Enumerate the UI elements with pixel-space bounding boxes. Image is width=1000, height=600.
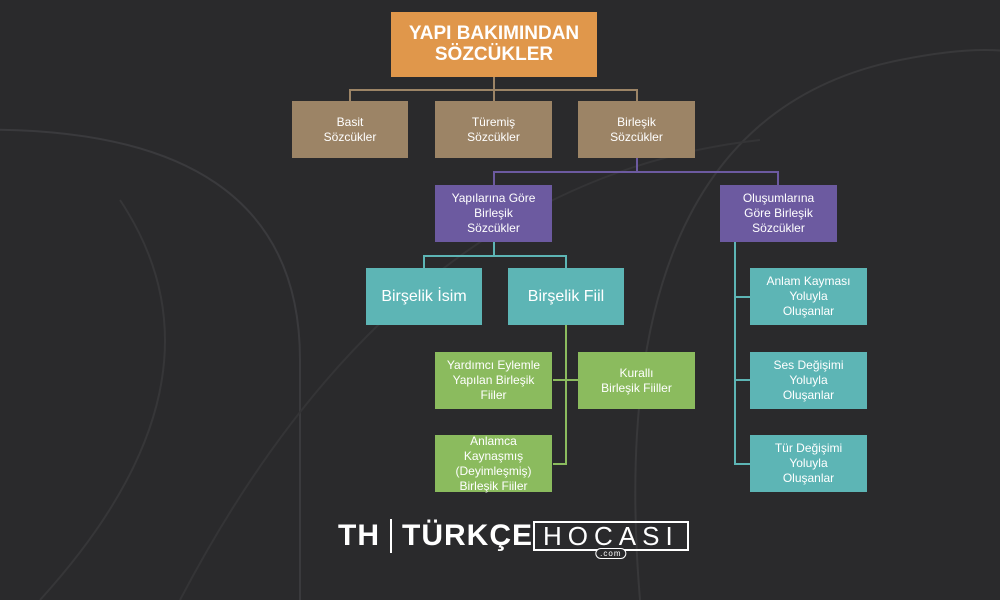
node-turemis: Türemiş Sözcükler — [435, 101, 552, 158]
node-birlesik: Birleşik Sözcükler — [578, 101, 695, 158]
node-anlamca-kaynasmis: Anlamca Kaynaşmış (Deyimleşmiş) Birleşik… — [435, 434, 552, 493]
logo-brand-light-text: HOCASI — [543, 520, 679, 551]
logo-brand-light: HOCASI .com — [533, 520, 689, 559]
node-olusumlarina-gore: Oluşumlarına Göre Birleşik Sözcükler — [720, 185, 837, 242]
root-node: YAPI BAKIMINDAN SÖZCÜKLER — [391, 12, 597, 77]
logo-mark: TH — [338, 519, 380, 552]
node-yardimci-eylem: Yardımcı Eylemle Yapılan Birleşik Fiiler — [435, 352, 552, 409]
node-ses-degisimi: Ses Değişimi Yoluyla Oluşanlar — [750, 352, 867, 409]
node-kuralli: Kurallı Birleşik Fiiller — [578, 352, 695, 409]
logo-domain: .com — [595, 548, 627, 559]
node-basit: Basit Sözcükler — [292, 101, 408, 158]
logo-brand-bold: TÜRKÇE — [402, 519, 533, 552]
logo-divider — [390, 519, 392, 553]
brand-logo: TH TÜRKÇE HOCASI .com — [338, 516, 689, 559]
node-birselik-isim: Birşelik İsim — [366, 268, 482, 325]
node-tur-degisimi: Tür Değişimi Yoluyla Oluşanlar — [750, 435, 867, 492]
node-anlam-kaymasi: Anlam Kayması Yoluyla Oluşanlar — [750, 268, 867, 325]
node-yapilarina-gore: Yapılarına Göre Birleşik Sözcükler — [435, 185, 552, 242]
node-birselik-fiil: Birşelik Fiil — [508, 268, 624, 325]
